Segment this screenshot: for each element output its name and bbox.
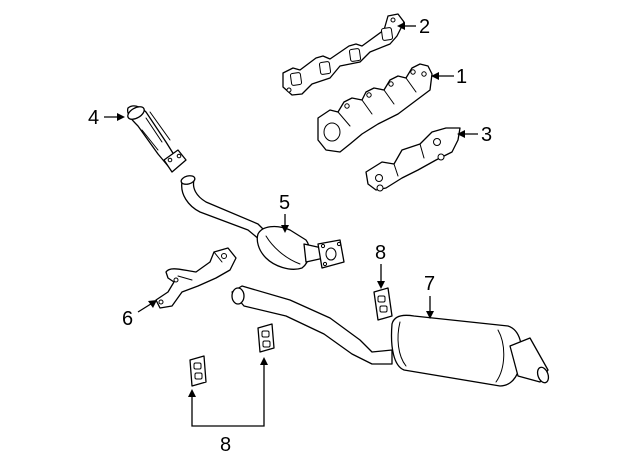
down-pipe xyxy=(126,105,187,173)
front-pipe-catalytic-converter xyxy=(180,175,345,270)
callout-8-upper: 8 xyxy=(375,242,386,264)
callout-8-lower: 8 xyxy=(220,434,231,456)
exhaust-manifold xyxy=(317,63,433,153)
hanger-middle xyxy=(257,323,275,353)
leader-lines xyxy=(104,22,478,427)
callout-2: 2 xyxy=(419,16,430,38)
hanger-upper xyxy=(373,287,393,321)
heat-shield xyxy=(365,127,461,192)
callout-4: 4 xyxy=(88,107,99,129)
callout-7: 7 xyxy=(424,273,435,295)
muffler-tailpipe xyxy=(231,285,550,387)
callout-1: 1 xyxy=(456,66,467,88)
exhaust-bracket xyxy=(155,247,237,309)
callout-6: 6 xyxy=(122,308,133,330)
callout-5: 5 xyxy=(279,192,290,214)
callout-3: 3 xyxy=(481,124,492,146)
hanger-lower xyxy=(189,355,207,387)
manifold-gasket xyxy=(282,13,405,96)
